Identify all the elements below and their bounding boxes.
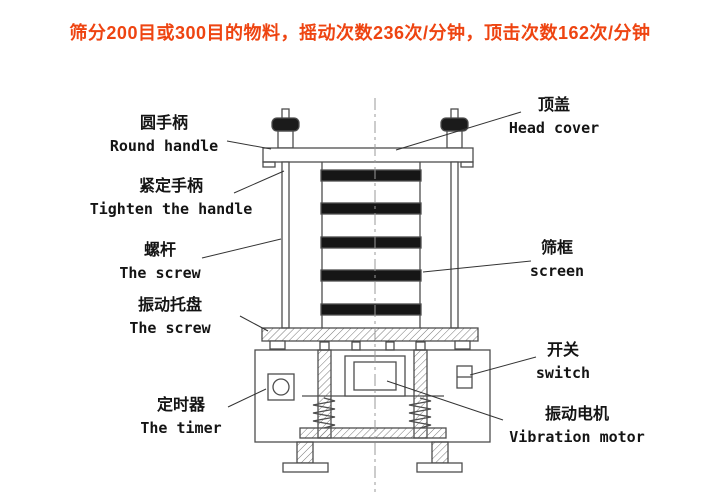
label-screen-zh: 筛框 <box>540 240 573 257</box>
label-switch-zh: 开关 <box>546 342 579 359</box>
label-round-handle-zh: 圆手柄 <box>139 115 188 132</box>
label-round-handle-en: Round handle <box>109 137 219 155</box>
label-vibration-tray: 振动托盘 The screw <box>104 296 236 338</box>
label-screen: 筛框 screen <box>521 239 593 281</box>
timer-part <box>267 373 295 401</box>
label-screen-en: screen <box>529 262 585 280</box>
label-screw: 螺杆 The screw <box>112 241 208 283</box>
head-cover-part <box>262 147 474 168</box>
label-vibration-motor: 振动电机 Vibration motor <box>496 405 658 447</box>
round-handle-right-part <box>440 108 469 149</box>
vibration-tray-part <box>261 327 479 350</box>
label-screw-en: The screw <box>119 264 201 282</box>
label-timer: 定时器 The timer <box>132 396 230 438</box>
label-switch: 开关 switch <box>527 341 599 383</box>
label-switch-en: switch <box>535 364 591 382</box>
label-vibration-motor-zh: 振动电机 <box>544 406 609 423</box>
switch-part <box>456 365 473 389</box>
label-vibration-tray-en: The screw <box>129 319 211 337</box>
spring-left-part <box>312 397 336 429</box>
label-timer-en: The timer <box>140 419 222 437</box>
label-head-cover-en: Head cover <box>508 119 600 137</box>
spring-right-part <box>408 397 432 429</box>
feet-part <box>282 441 463 473</box>
label-vibration-motor-en: Vibration motor <box>509 428 645 446</box>
label-timer-zh: 定时器 <box>156 397 205 414</box>
machine-body <box>254 108 491 473</box>
label-screw-zh: 螺杆 <box>143 242 176 259</box>
label-tighten-handle-zh: 紧定手柄 <box>138 178 203 195</box>
label-tighten-handle-en: Tighten the handle <box>89 200 253 218</box>
round-handle-left-part <box>271 108 300 149</box>
label-head-cover-zh: 顶盖 <box>537 97 570 114</box>
label-tighten-handle: 紧定手柄 Tighten the handle <box>76 177 266 219</box>
label-head-cover: 顶盖 Head cover <box>498 96 610 138</box>
leader-lines <box>201 111 537 421</box>
label-vibration-tray-zh: 振动托盘 <box>137 297 202 314</box>
label-round-handle: 圆手柄 Round handle <box>100 114 228 156</box>
motor-mount-part <box>299 341 447 439</box>
title-banner: 筛分200目或300目的物料，摇动次数236次/分钟，顶击次数162次/分钟 <box>69 23 651 43</box>
sieve-stack-part <box>320 162 422 328</box>
